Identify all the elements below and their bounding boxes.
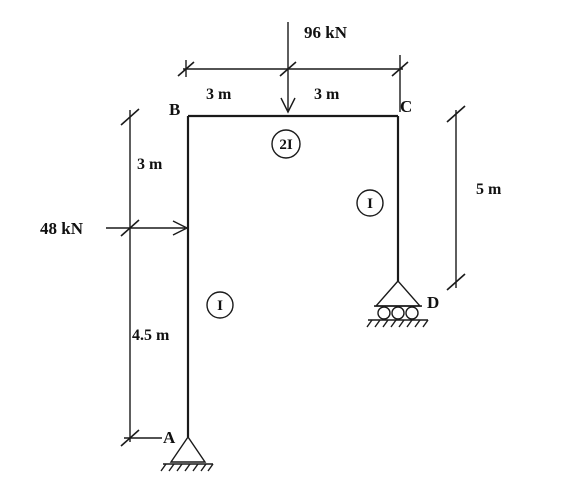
column-upper-dimension: 3 m <box>137 156 163 173</box>
column-lower-dimension: 4.5 m <box>132 327 170 344</box>
beam-rigidity-label: 2I <box>279 137 293 153</box>
top-load-arrow <box>280 22 296 114</box>
beam-dimension-line <box>177 55 409 112</box>
left-column-rigidity-circle <box>206 291 234 319</box>
beam-right-dimension: 3 m <box>314 86 340 103</box>
top-load-label: 96 kN <box>304 23 348 42</box>
joint-label-b: B <box>169 100 180 119</box>
pin-support-a <box>160 435 214 472</box>
left-column-rigidity-label: I <box>217 298 223 314</box>
left-load-label: 48 kN <box>40 219 84 238</box>
right-column-dimension-line <box>446 105 466 291</box>
joint-label-c: C <box>400 97 412 116</box>
right-column-dimension: 5 m <box>476 181 502 198</box>
beam-left-dimension: 3 m <box>206 86 232 103</box>
beam-rigidity-circle <box>271 129 301 159</box>
left-column-dimension-line <box>120 108 162 447</box>
joint-label-d: D <box>427 293 439 312</box>
right-column-rigidity-circle <box>356 189 384 217</box>
roller-support-d <box>366 279 429 328</box>
joint-label-a: A <box>163 428 176 447</box>
right-column-rigidity-label: I <box>367 196 373 212</box>
left-load-arrow <box>106 220 189 236</box>
